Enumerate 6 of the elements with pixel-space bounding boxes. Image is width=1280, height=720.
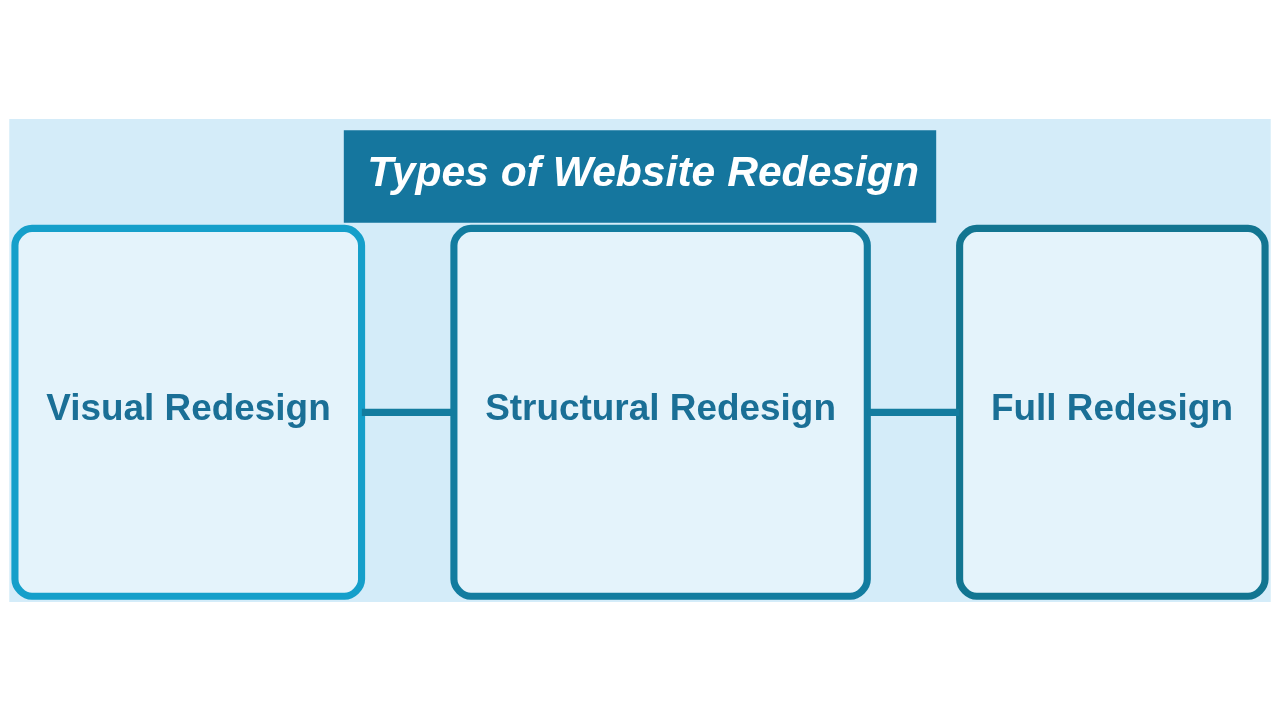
- node-box: Structural Redesign: [450, 224, 871, 600]
- connector: [361, 408, 454, 416]
- connector: [867, 408, 960, 416]
- node-box: Visual Redesign: [11, 224, 366, 600]
- node-box: Full Redesign: [956, 224, 1269, 600]
- diagram-title: Types of Website Redesign: [367, 146, 919, 195]
